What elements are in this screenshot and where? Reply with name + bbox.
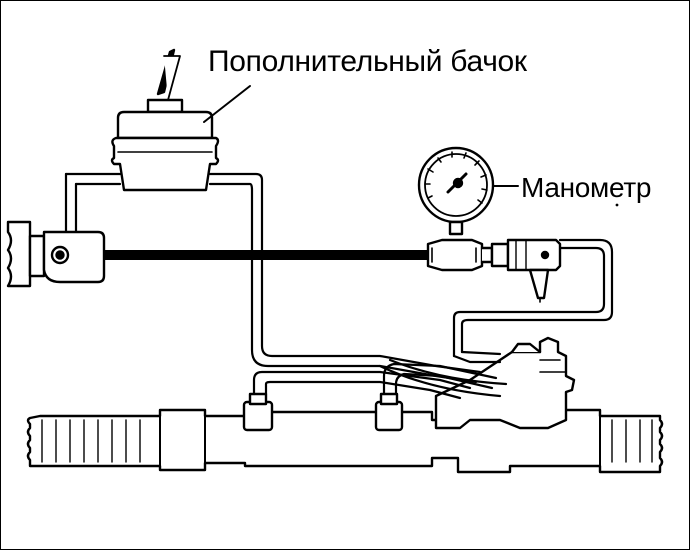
gauge-label: Манометр: [521, 172, 652, 203]
steering-pump-icon: [6, 220, 106, 288]
pressure-line: [60, 250, 430, 260]
shutoff-valve-icon: [426, 238, 562, 303]
rack-fittings: [242, 392, 404, 432]
reservoir-label: Пополнительный бачок: [208, 45, 527, 78]
reservoir-tank-icon: [110, 48, 220, 192]
speck: [615, 203, 619, 207]
reservoir-leader-line: [203, 85, 251, 123]
steering-rack-icon: [26, 408, 664, 474]
pressure-gauge-icon: [417, 146, 495, 236]
hydraulic-lines: [64, 172, 614, 400]
